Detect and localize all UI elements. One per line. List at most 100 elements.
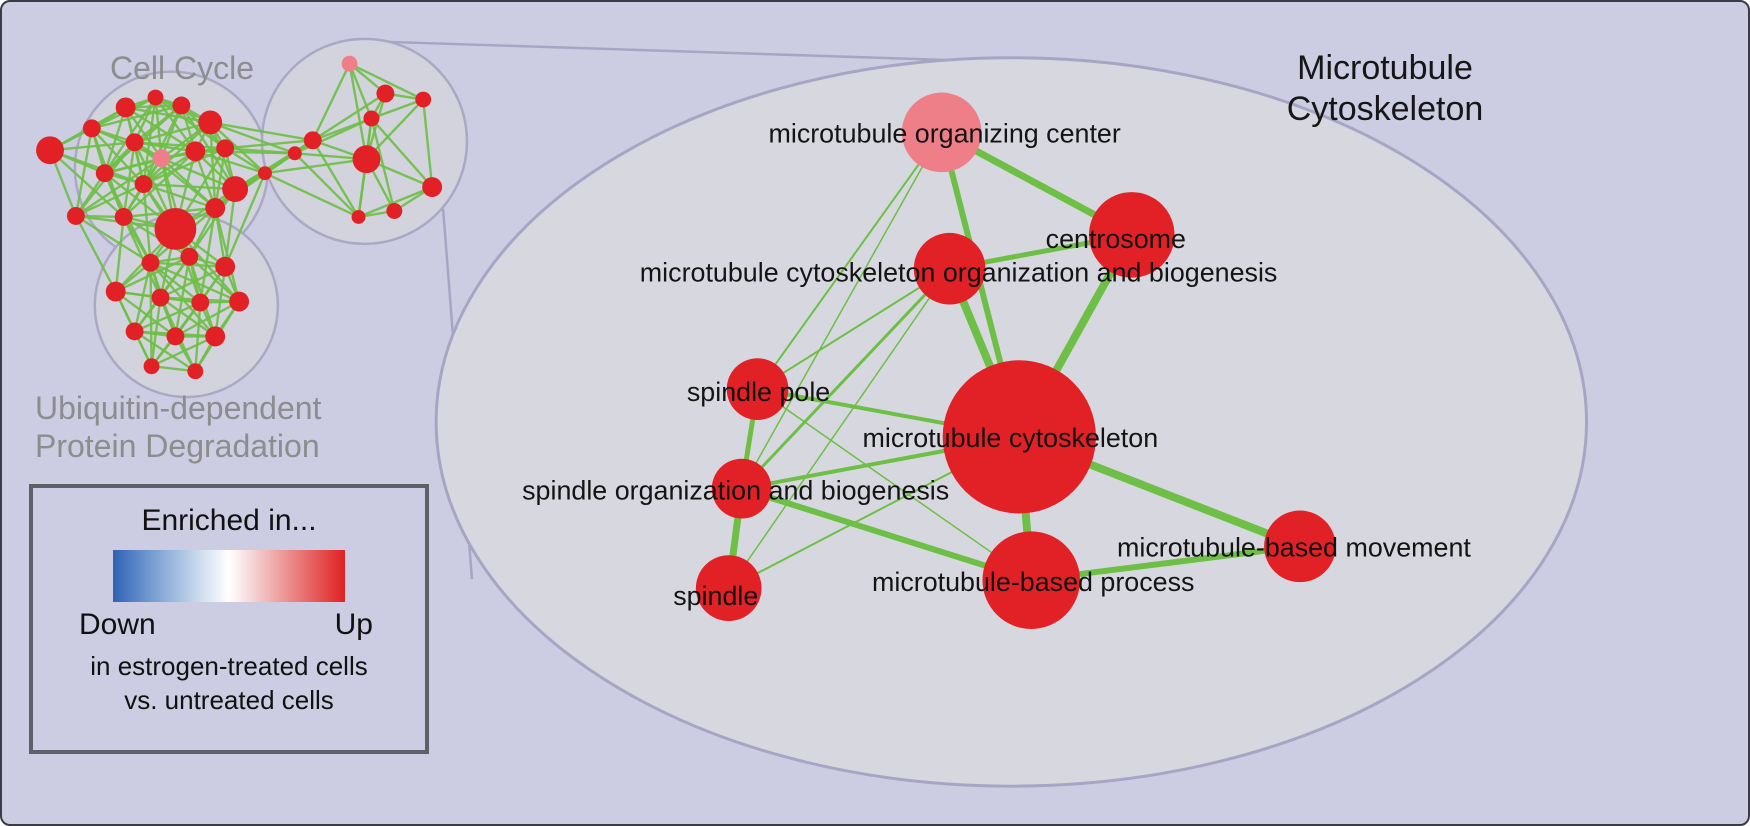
overview-edge [264, 158, 367, 175]
overview-edge [115, 255, 190, 293]
overview-edge [133, 262, 152, 332]
zoom-node-label-mt_cyto: microtubule cytoskeleton [863, 423, 1159, 453]
zoom-node-spindle_org [711, 458, 772, 519]
overview-edge [370, 117, 434, 188]
zoom-node-label-spindle_pole: spindle pole [687, 377, 830, 407]
overview-edge [124, 106, 163, 159]
overview-edge [142, 121, 212, 185]
zoom-node-spindle_pole [726, 358, 789, 420]
overview-edge [161, 157, 236, 191]
overview-edge [125, 106, 196, 153]
overview-edge [151, 335, 216, 368]
overview-edge [264, 172, 360, 219]
zoom-node-org_bio [913, 232, 986, 305]
overview-edge [149, 261, 202, 304]
overview-edge [311, 139, 360, 218]
overview-node [386, 203, 403, 219]
zoom-node-moc [901, 92, 982, 173]
overview-node [95, 164, 114, 183]
overview-edge [358, 185, 433, 219]
zoom-callout-line [385, 40, 1000, 63]
overview-node [151, 288, 170, 307]
overview-edge [225, 147, 295, 155]
overview-node [125, 322, 144, 341]
overview-edge [225, 139, 313, 150]
zoom-node-centrosome [1088, 192, 1175, 278]
overview-node [125, 133, 144, 152]
overview-node [215, 256, 236, 277]
overview-edge [293, 152, 360, 218]
overview-edge [49, 149, 144, 186]
zoom-edge-org_bio-spindle_pole [756, 267, 951, 391]
overview-edge [104, 150, 196, 175]
overview-edge [75, 183, 145, 218]
overview-node [115, 97, 136, 118]
overview-edge [114, 216, 125, 292]
zoomed-nodes [695, 92, 1336, 629]
overview-edge [422, 99, 434, 188]
overview-node [351, 209, 366, 224]
overview-node [287, 146, 302, 161]
overview-edge [188, 255, 240, 303]
overview-edge [134, 121, 211, 144]
overview-edge [154, 96, 226, 150]
legend-note: in estrogen-treated cells vs. untreated … [33, 650, 425, 718]
zoom-node-label-org_bio: microtubule cytoskeleton organization an… [640, 258, 1278, 288]
overview-node [172, 96, 191, 115]
overview-edge [159, 265, 226, 299]
overview-edge [143, 147, 226, 186]
overview-node [187, 363, 204, 380]
overview-node [216, 139, 235, 158]
overview-node [341, 55, 358, 72]
zoom-edge-spindle_org-process [738, 485, 1035, 584]
legend-up-label: Up [334, 608, 373, 641]
overview-edge [210, 121, 313, 142]
overview-edge [194, 150, 266, 175]
overview-node [205, 326, 226, 347]
overview-node [143, 358, 160, 375]
overview-edge [349, 62, 424, 101]
overview-edge [103, 107, 127, 174]
overview-edge [174, 300, 240, 338]
overview-node [229, 291, 250, 312]
zoom-node-label-movement: microtubule-based movement [1117, 532, 1471, 562]
zoom-node-spindle [695, 555, 762, 621]
overview-edge [75, 214, 152, 264]
overview-edge [49, 149, 125, 218]
overview-node [258, 166, 272, 181]
zoomed-node-labels: microtubule organizing center centrosome m… [522, 118, 1471, 611]
overview-edge [74, 128, 93, 217]
overview-edge [134, 301, 201, 333]
overview-node [198, 110, 223, 135]
overview-node [66, 207, 85, 225]
overview-node [134, 175, 153, 194]
overview-node [36, 136, 64, 165]
zoom-node-label-moc: microtubule organizing center [768, 118, 1120, 148]
legend-box: Enriched in... Down Up in estrogen-treat… [29, 484, 429, 754]
zoom-edge-org_bio-spindle_org [740, 267, 952, 491]
overview-node [82, 119, 101, 138]
overview-node [191, 293, 210, 312]
overview-edge [149, 262, 153, 367]
overview-node [376, 84, 395, 103]
overview-edge [312, 92, 387, 142]
zoom-node-movement [1264, 510, 1336, 583]
overview-node [180, 247, 199, 266]
overview-node [105, 281, 126, 302]
overview-edge [214, 207, 241, 302]
overview-edge [371, 98, 424, 120]
overview-edge [114, 290, 177, 338]
legend-down-label: Down [79, 608, 156, 641]
overview-edge [370, 118, 396, 212]
overview-edge [348, 63, 373, 119]
overview-edge [75, 157, 163, 217]
zoom-node-label-process: microtubule-based process [872, 567, 1194, 597]
zoom-node-label-centrosome: centrosome [1046, 224, 1186, 254]
overview-node [205, 198, 226, 218]
overview-edge [91, 104, 182, 130]
zoom-node-mt_cyto [942, 360, 1096, 514]
zoom-node-label-spindle_org: spindle organization and biogenesis [522, 476, 949, 506]
overview-edge [143, 182, 216, 210]
